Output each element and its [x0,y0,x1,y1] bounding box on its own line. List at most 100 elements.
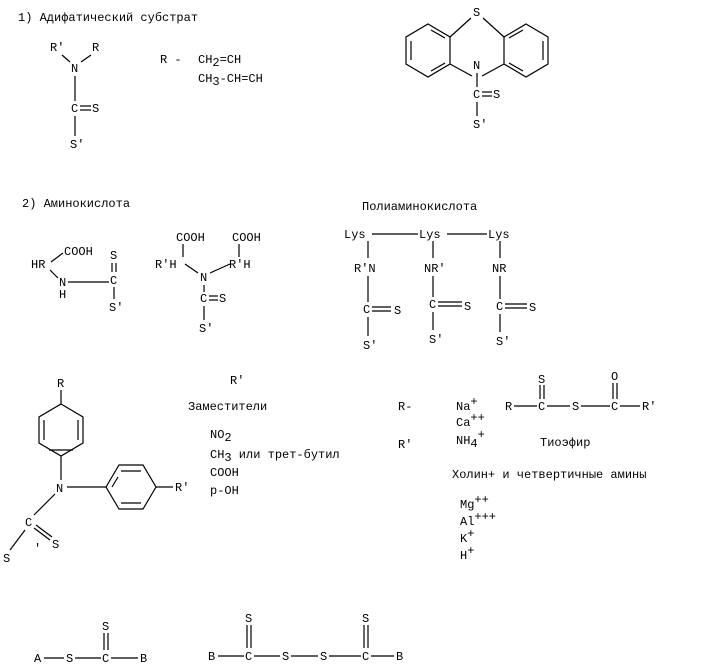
atom-c: C [362,650,369,664]
atom-c: C [102,652,109,666]
bond [10,530,25,550]
atom-s: S [473,6,480,20]
atom-s: S [572,400,579,414]
section-2-title: 2) Аминокислота [22,197,130,211]
thiuram-disulfide-structure: B C S S S C S B [208,612,403,664]
atom-n: N [71,62,78,76]
bond [50,270,58,278]
atom-c: C [473,88,480,102]
benzene-ring [406,24,450,77]
cation-al: Al+++ [460,510,496,529]
benzene-ring [39,404,83,456]
atom-c: C [110,274,117,288]
atom-c: C [25,516,32,530]
atom-lys: Lys [419,228,441,242]
amino-acid-dithiocarbamate: COOH HR N H S C S' [31,245,123,315]
cation-nh4: NH4+ [456,428,485,451]
atom-r-prime: R' [642,400,656,414]
atom-n: N [200,271,207,285]
thioester-label: Тиоэфир [540,436,590,450]
benzene-ring [504,24,548,77]
polyamino-acid-dithiocarbamate: Lys Lys Lys R'N NR' NR C C C S S S S' S'… [344,228,536,353]
atom-s: S [282,650,289,664]
atom-s: S [362,612,369,626]
atom-s: S [102,620,109,634]
atom-c: C [245,650,252,664]
substituent-cooh: COOH [210,466,239,480]
atom-r: R [57,377,64,391]
bond [185,264,198,273]
atom-s: S [529,301,536,315]
atom-b: B [140,652,147,666]
bond [210,264,230,273]
atom-cooh: COOH [176,231,205,245]
r-prime-top-label: R' [230,374,244,388]
atom-r-prime-h: R'H [155,258,177,272]
choline-label: Холин+ и четвертичные амины [452,468,646,482]
atom-s: S [219,292,226,306]
atom-c: C [71,102,78,116]
atom-s: S [110,249,117,263]
atom-h: H [59,288,66,302]
atom-c: C [429,298,436,312]
atom-s: S [52,538,59,552]
atom-s-prime: S' [473,118,487,132]
bond [51,253,63,262]
r-vinyl: CH2=CH [198,53,241,70]
atom-nr: NR [492,262,506,276]
bond [450,64,472,76]
substituent-ch3: CH3 или трет-бутил [210,448,340,465]
atom-s-prime: S' [496,335,510,349]
r-propenyl: CH3-CH=CH [198,72,263,89]
atom-s: S [538,373,545,387]
atom-c: C [363,303,370,317]
atom-r-prime-n: R'N [354,262,376,276]
atom-b: B [396,650,403,664]
ring-double-bond [509,30,523,38]
r-prefix: R - [160,53,182,67]
bond [482,64,504,76]
ring-double-bond [112,477,118,487]
r-dash-label: R- [398,400,412,414]
atom-s: S [245,612,252,626]
bis-amino-acid-dithiocarbamate: COOH COOH R'H R'H N C S S' [155,231,261,336]
atom-n: N [473,59,480,73]
atom-s-prime: S' [429,333,443,347]
section-1-title: 1) Адифатический субстрат [18,11,198,25]
atom-s: S [92,102,99,116]
atom-lys: Lys [488,228,510,242]
bond [62,55,70,62]
phenothiazine-dithiocarbamate: S N C S S' [406,6,548,132]
atom-r-prime-h: R'H [229,258,251,272]
bond [450,18,471,37]
ring-double-bond [431,63,445,71]
atom-n: N [56,482,63,496]
atom-s-prime: S' [109,301,123,315]
atom-hr: HR [31,258,45,272]
r-definition: R - CH2=CH CH3-CH=CH [160,53,263,89]
atom-prime-mark: ' [34,542,41,556]
cation-h: H+ [460,544,474,563]
atom-c: C [496,300,503,314]
atom-r: R [92,41,99,55]
atom-r: R [505,400,512,414]
atom-c: C [200,292,207,306]
atom-s-prime: S' [70,138,84,152]
atom-s: S [320,650,327,664]
atom-r-prime: R' [50,41,64,55]
bond [81,55,91,62]
atom-r-prime: R' [175,481,189,495]
atom-o: O [611,370,618,384]
atom-nr-prime: NR' [424,262,446,276]
a-s-c-b-structure: A S C S B [34,620,147,666]
r-prime-label: R' [398,438,412,452]
atom-s-prime: S' [199,322,213,336]
substituents-title: Заместители [188,400,267,414]
atom-s: S [66,652,73,666]
polyamino-title: Полиаминокислота [362,200,477,214]
bond [483,18,504,37]
atom-c: C [611,400,618,414]
atom-s: S [493,88,500,102]
thioester-structure: R C S S C O R' Тиоэфир [505,370,656,450]
